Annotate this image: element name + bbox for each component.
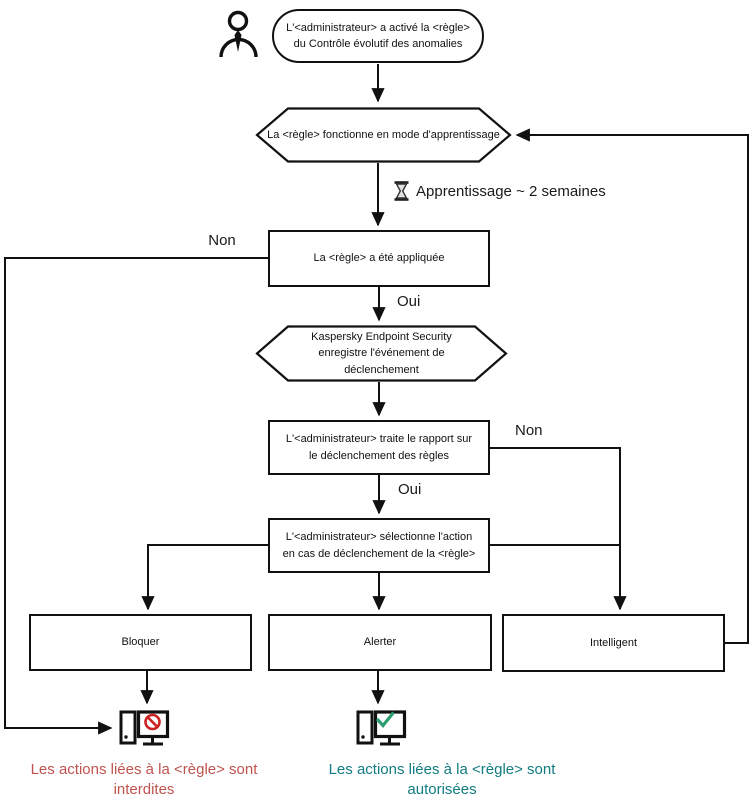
node-start-label: L'<administrateur> a activé la <règle> d…	[286, 21, 470, 51]
node-action-block: Bloquer	[29, 614, 252, 671]
node-process-report-label: L'<administrateur> traite le rapport sur…	[285, 433, 473, 462]
node-start: L'<administrateur> a activé la <règle> d…	[272, 9, 484, 63]
edge-applied-non-to-blocked-pc	[4, 257, 268, 735]
node-rule-applied-label: La <règle> a été appliquée	[313, 252, 445, 265]
label-non-right: Non	[515, 422, 543, 439]
node-action-smart: Intelligent	[502, 614, 725, 672]
label-non-left: Non	[208, 232, 236, 249]
hexagon-shape	[255, 325, 508, 382]
computer-blocked-icon	[119, 710, 170, 746]
label-oui-applied: Oui	[397, 293, 421, 310]
edge-smart-loop-to-learning	[515, 128, 749, 644]
edge-select-to-block	[141, 544, 268, 611]
node-rule-applied: La <règle> a été appliquée	[268, 230, 490, 287]
node-log-event-label: Kaspersky Endpoint Security enregistre l…	[311, 330, 452, 376]
label-learning-duration-text: Apprentissage ~ 2 semaines	[416, 182, 606, 200]
node-action-alert-label: Alerter	[363, 636, 397, 649]
node-action-alert: Alerter	[268, 614, 492, 671]
node-process-report: L'<administrateur> traite le rapport sur…	[268, 420, 490, 475]
node-action-smart-label: Intelligent	[589, 636, 638, 649]
outcome-blocked-text: Les actions liées à la <règle> sont inte…	[30, 761, 258, 799]
node-select-action-label: L'<administrateur> sélectionne l'action …	[282, 531, 476, 560]
outcome-allowed-text: Les actions liées à la <règle> sont auto…	[328, 761, 556, 799]
node-select-action: L'<administrateur> sélectionne l'action …	[268, 518, 490, 573]
checkmark-icon	[375, 711, 395, 728]
computer-allowed-icon	[356, 710, 407, 746]
hexagon-shape	[255, 107, 512, 163]
edge-report-non-to-smart	[490, 447, 627, 611]
prohibition-icon	[144, 713, 161, 731]
label-learning-duration: Apprentissage ~ 2 semaines	[394, 181, 606, 201]
node-learning-mode: La <règle> fonctionne en mode d'apprenti…	[255, 107, 512, 163]
node-learning-mode-label: La <règle> fonctionne en mode d'apprenti…	[267, 128, 500, 141]
label-oui-report: Oui	[398, 481, 422, 498]
node-action-block-label: Bloquer	[121, 636, 160, 649]
person-icon	[219, 10, 258, 58]
hourglass-icon	[394, 181, 409, 201]
node-log-event: Kaspersky Endpoint Security enregistre l…	[255, 325, 508, 382]
